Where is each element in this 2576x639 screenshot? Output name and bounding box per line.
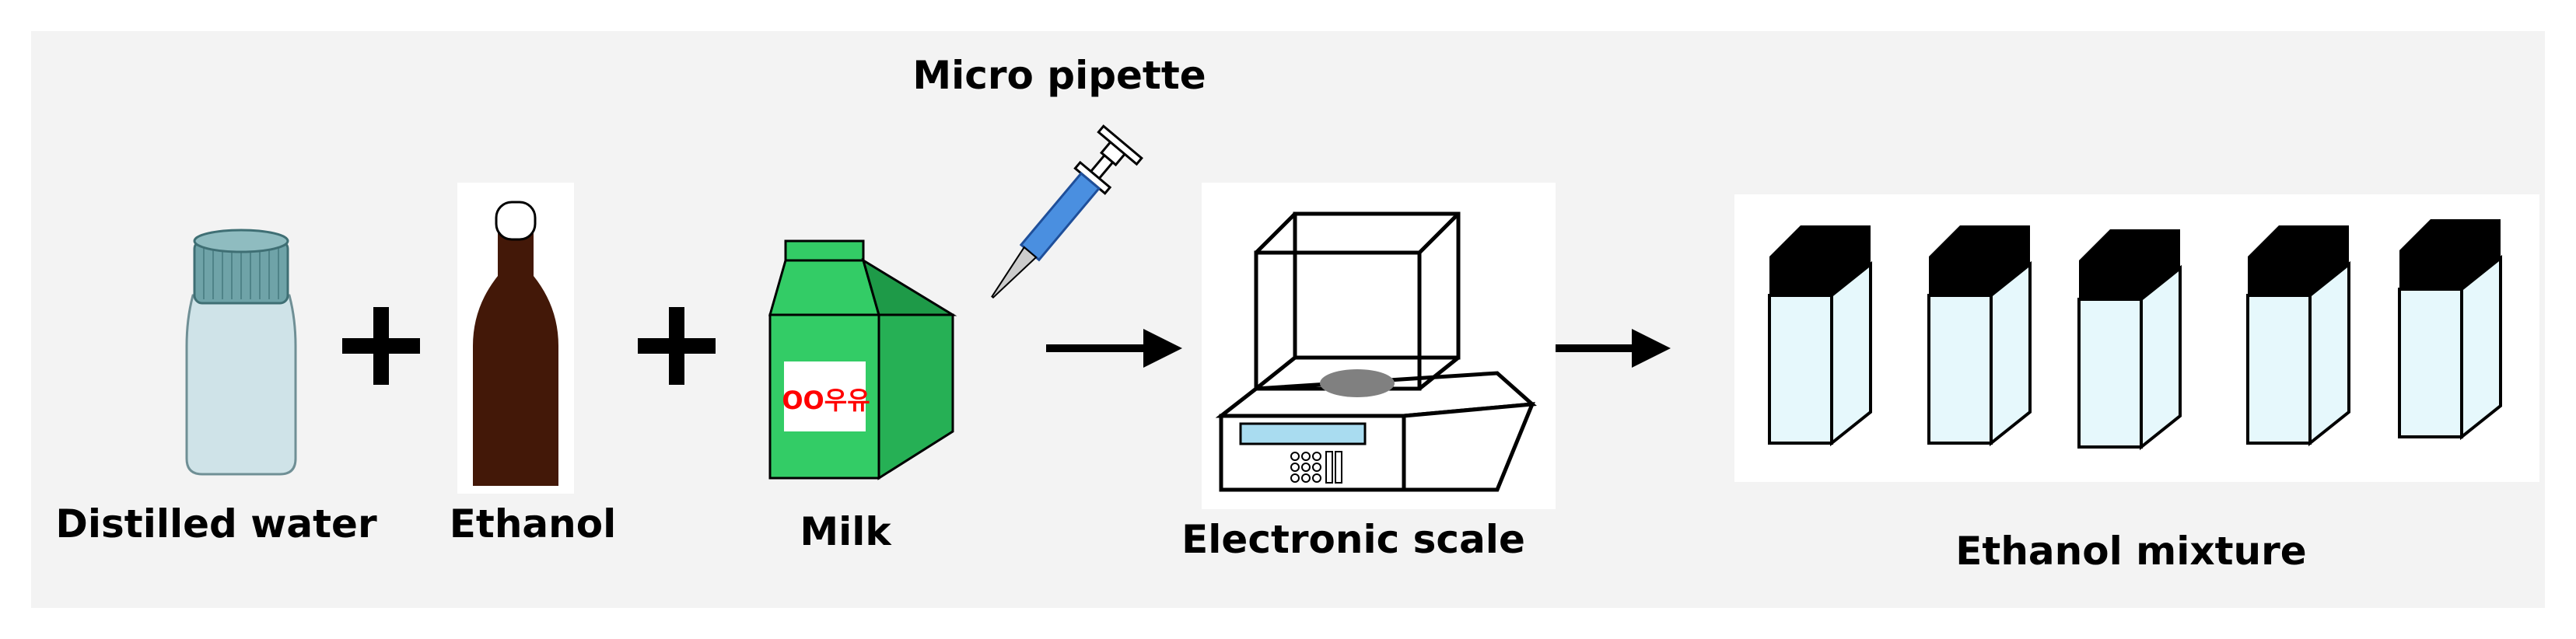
label-micro-pipette: Micro pipette bbox=[912, 53, 1206, 98]
mixture-tube-icon bbox=[2398, 219, 2502, 441]
arrow-right-icon bbox=[1046, 329, 1182, 368]
plus-icon bbox=[638, 307, 716, 385]
carton-text: OO우유 bbox=[782, 386, 870, 415]
plus-icon bbox=[342, 307, 420, 385]
ethanol-bottle-icon bbox=[473, 201, 558, 486]
label-distilled-water: Distilled water bbox=[55, 501, 377, 546]
arrow-right-icon bbox=[1556, 329, 1671, 368]
micro-pipette-icon bbox=[991, 124, 1143, 299]
milk-carton-icon bbox=[768, 239, 957, 480]
distilled-water-bottle-icon bbox=[185, 229, 297, 476]
label-electronic-scale: Electronic scale bbox=[1181, 517, 1525, 562]
diagram-canvas: OO우유 bbox=[31, 31, 2545, 608]
mixture-tube-icon bbox=[1768, 225, 1872, 447]
electronic-scale-icon bbox=[1215, 211, 1537, 492]
mixture-tube-icon bbox=[1927, 225, 2032, 447]
mixture-tube-icon bbox=[2077, 229, 2182, 451]
mixture-tube-icon bbox=[2246, 225, 2350, 447]
label-ethanol: Ethanol bbox=[449, 501, 617, 546]
label-milk: Milk bbox=[800, 509, 891, 554]
label-ethanol-mixture: Ethanol mixture bbox=[1955, 529, 2307, 574]
